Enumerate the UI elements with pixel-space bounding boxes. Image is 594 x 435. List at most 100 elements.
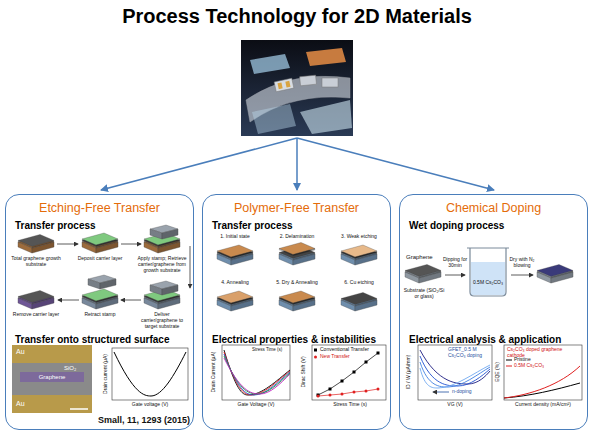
axis-label: Current density (mA/cm²) [515,402,571,408]
annotation-label: Total graphene growth substrate [9,256,63,268]
dirac-shift-plot [318,353,378,395]
step-label: Dry with N₂ blowing [508,257,536,269]
cover-photo [285,81,290,88]
step-arrow [58,300,79,301]
solution-label: 0.5M Cs₂CO₃ [473,280,503,286]
branch-arrow [101,138,297,190]
dirac-shift-plot [329,388,332,391]
doping-transfer-plot [433,392,449,393]
doping-transfer-plot [418,345,492,400]
doping-transfer-plot [418,345,492,400]
transfer-illustration [88,275,116,289]
transfer-illustration [18,291,54,305]
dirac-shift-plot [312,345,386,400]
transfer-step-illustration [279,243,315,257]
eqe-plot [504,383,580,398]
section-heading: Wet doping process [409,220,504,232]
plot-legend: Stress Time (s) [252,347,282,352]
axis-label: ID / W (μA/mm) [406,355,412,390]
dirac-shift-plot [317,394,320,397]
micrograph [12,345,92,413]
axis-label: Stress Time (s) [333,402,367,408]
step-arrow [57,244,78,245]
plot-annotation: n-doping [452,389,471,395]
cover-photo [306,48,346,66]
process-panel: Chemical DopingWet doping processElectri… [399,194,588,430]
step-label: Dipping for 30min [442,257,468,269]
section-heading: Transfer process [212,220,293,232]
step-arrow [445,275,533,276]
step-arrow [511,275,533,276]
eqe-plot [506,366,512,367]
dirac-shift-plot [341,380,344,383]
material-label: Au [16,348,25,356]
axis-label: VG (V) [447,402,462,408]
stress-transfer-plot [222,345,290,400]
axis-label: Dirac Shift (V) [301,356,307,387]
stress-transfer-plot [224,358,290,394]
cover-photo [300,100,352,134]
step-label: 4. Annealing [221,280,249,286]
doping-illustration [537,265,573,279]
transfer-step-illustration [217,243,377,312]
plot-legend: 0.5M Cs₂CO₃ [514,363,544,369]
axis-label: Drain Current (μA) [211,352,217,393]
micrograph [70,408,88,410]
dirac-shift-plot [377,352,380,355]
plot-title: GFET_0.5 M Cs₂CO₃ doping [448,347,490,359]
cover-photo [274,78,294,92]
transfer-step-illustration [341,293,377,307]
cover-photo [241,40,353,136]
step-arrow [190,246,191,288]
step-label: 2. Delamination [280,234,315,240]
dirac-shift-plot [353,371,356,374]
dirac-shift-plot [377,388,380,391]
transfer-illustration [82,233,118,247]
cover-photo [252,104,296,134]
page-title: Process Technology for 2D Materials [122,5,472,28]
doping-illustration [405,265,441,279]
axis-label: EQE (%) [495,362,501,382]
eqe-plot [506,360,512,361]
transfer-step-illustration [279,291,315,305]
micrograph [12,345,92,363]
eqe-plot [504,345,582,400]
annotation-label: Apply stamp; Retrieve carrier/graphene f… [137,256,187,273]
axis-label: Drain current (μA) [103,354,109,394]
cover-photo [322,78,338,87]
stress-transfer-plot [224,350,290,395]
annotation-label: Retract stamp [73,312,127,318]
transfer-illustration [18,235,54,249]
step-arrow [121,244,141,245]
annotation-label: Deposit carrier layer [73,256,127,262]
dirac-shift-plot [329,394,332,397]
panel-heading: Polymer-Free Transfer [234,201,359,215]
step-arrow [57,244,190,300]
material-label: Graphene [39,374,66,381]
axis-label: Gate voltage (V) [132,402,168,408]
doping-transfer-plot [420,362,490,387]
annotation-label: Deliver carrier/graphene to target subst… [137,312,187,329]
step-label: 3. Weak etching [341,234,377,240]
transfer-illustration [150,225,178,239]
dirac-shift-plot [314,356,317,359]
stress-transfer-plot [222,345,290,400]
step-arrow [445,275,465,276]
stress-transfer-plot [224,352,290,395]
beaker [467,248,509,296]
eqe-plot [504,345,582,400]
micrograph [20,372,84,382]
dirac-shift-plot [317,395,320,398]
annotation-label: Remove carrier layer [9,312,63,318]
section-heading: Electrical analysis & application [409,334,561,346]
micrograph [12,345,92,413]
dirac-shift-plot [353,391,356,394]
cover-photo [241,40,353,136]
material-label: Substrate (SiO₂/Si or glass) [402,288,446,300]
stress-transfer-plot [224,354,290,395]
step-label: 1. Initial state [220,234,249,240]
section-heading: Transfer process [15,220,96,232]
branch-arrow [296,138,298,190]
step-arrow [121,300,141,301]
